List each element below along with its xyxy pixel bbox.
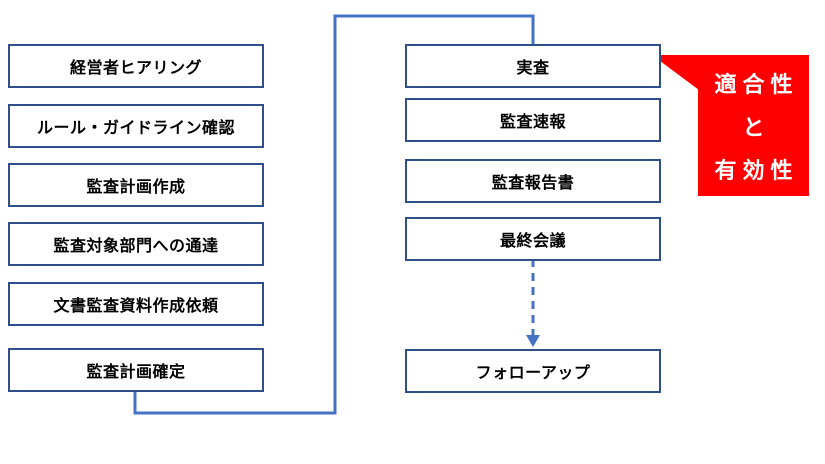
step-rules-guidelines-check: ルール・ガイドライン確認 <box>8 104 264 148</box>
callout-pointer <box>652 55 699 90</box>
step-audit-plan-creation: 監査計画作成 <box>8 163 264 207</box>
callout-line-3: 有効性 <box>714 158 799 184</box>
main-flow-line <box>133 14 535 415</box>
step-audit-report: 監査報告書 <box>405 159 661 203</box>
conformity-effectiveness-callout: 適合性 と 有効性 <box>698 55 809 196</box>
step-executive-hearing: 経営者ヒアリング <box>8 44 264 88</box>
step-final-meeting: 最終会議 <box>405 217 661 261</box>
arrow-head <box>526 335 540 347</box>
step-audit-flash-report: 監査速報 <box>405 98 661 142</box>
callout-line-1: 適合性 <box>714 72 799 98</box>
step-document-request: 文書監査資料作成依頼 <box>8 282 264 326</box>
step-follow-up: フォローアップ <box>405 349 661 393</box>
step-audit-plan-finalize: 監査計画確定 <box>8 348 264 392</box>
callout-line-2: と <box>742 115 771 141</box>
step-department-notification: 監査対象部門への通達 <box>8 222 264 266</box>
step-onsite-audit: 実査 <box>405 44 661 88</box>
